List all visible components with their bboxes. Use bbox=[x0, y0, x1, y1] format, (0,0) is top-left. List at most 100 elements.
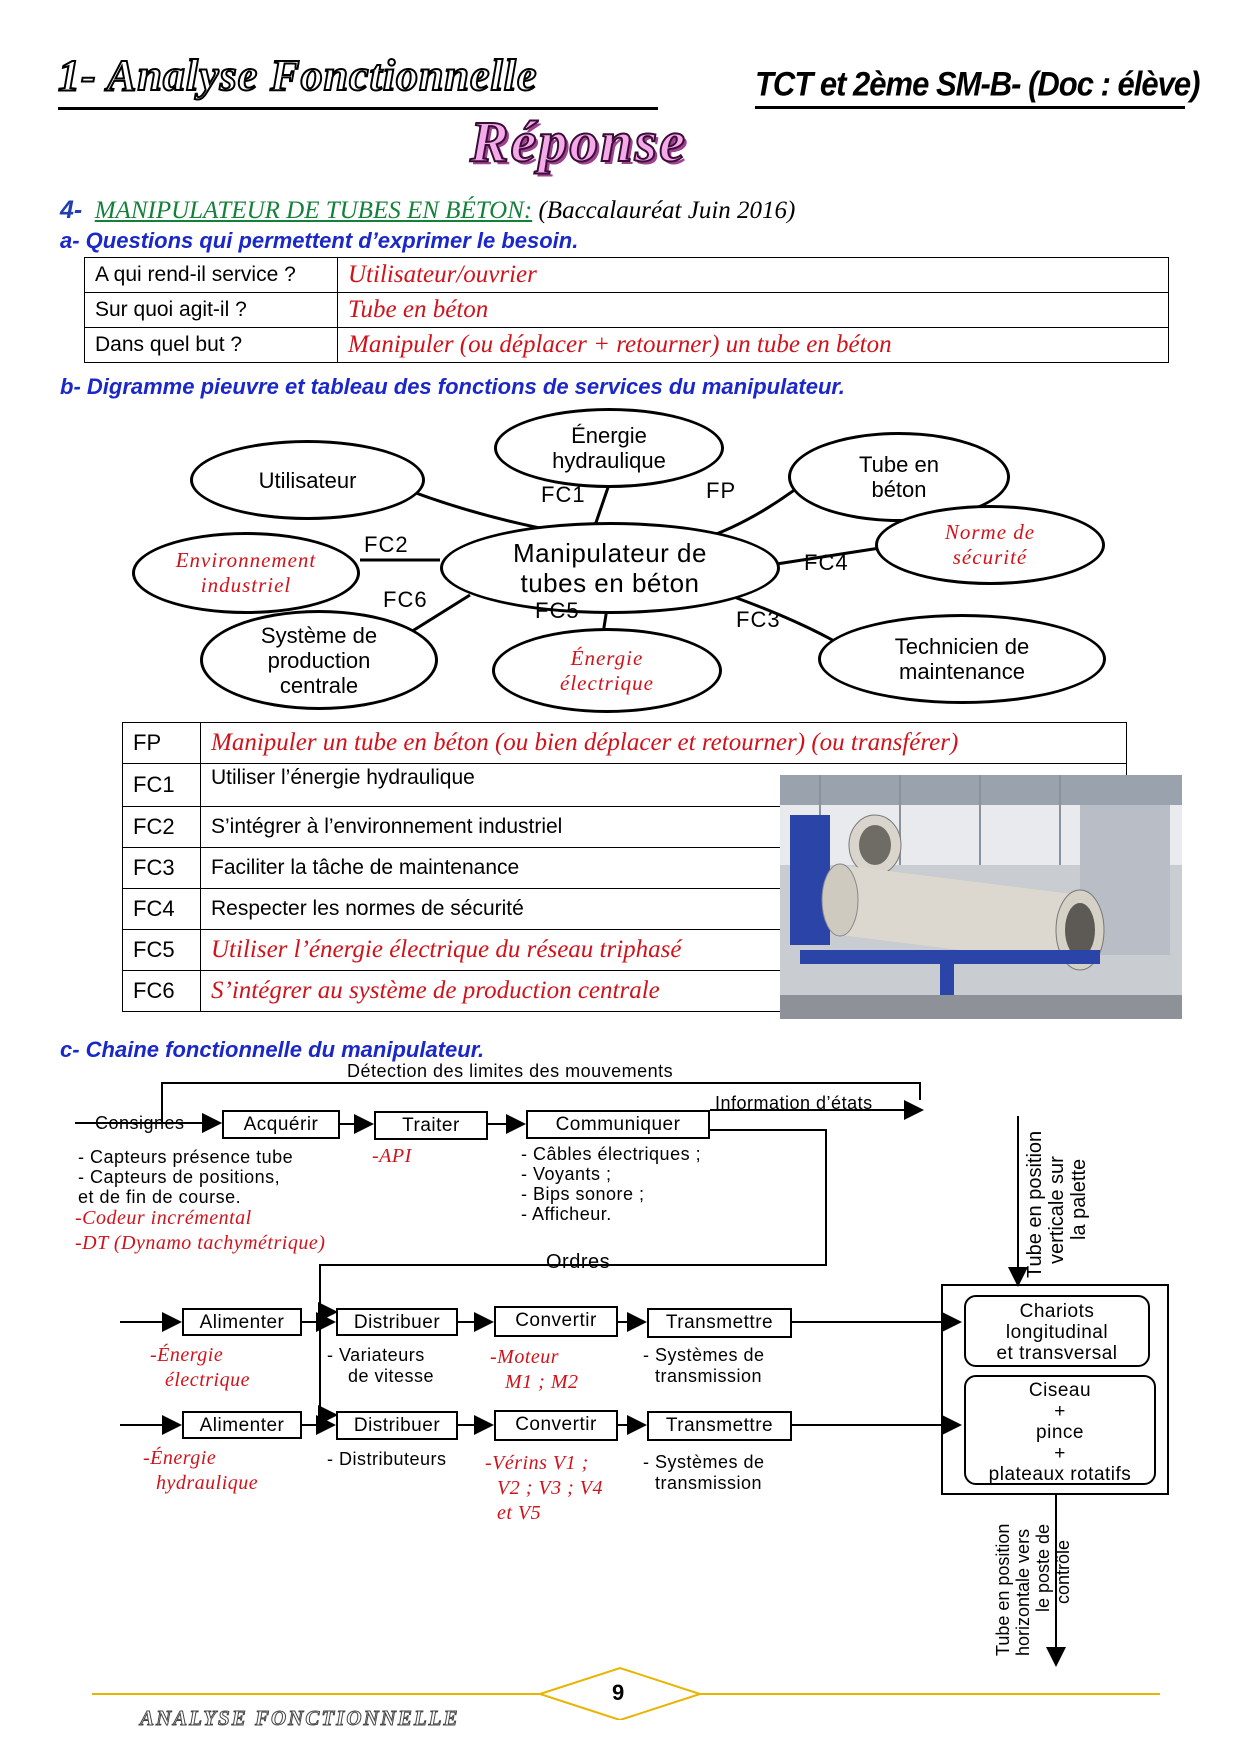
node-line: électrique bbox=[560, 670, 654, 695]
box-line: longitudinal bbox=[1005, 1322, 1109, 1343]
question-cell: Sur quoi agit-il ? bbox=[84, 292, 338, 328]
box-line: + bbox=[1054, 1401, 1066, 1422]
node-line: Système de bbox=[260, 622, 378, 648]
conv1-red-note: M1 ; M2 bbox=[505, 1371, 579, 1393]
vtext-line: Tube en position bbox=[1024, 1130, 1046, 1278]
fc2-label: FC2 bbox=[364, 532, 409, 557]
info-label: Information d’états bbox=[715, 1093, 873, 1113]
convertir-moteur-box: Convertir bbox=[494, 1306, 618, 1337]
fc5-label: FC5 bbox=[535, 598, 580, 623]
section-context: (Baccalauréat Juin 2016) bbox=[538, 197, 796, 224]
table-row: Sur quoi agit-il ? Tube en béton bbox=[84, 292, 1169, 328]
part-c-heading: c- Chaine fonctionnelle du manipulateur. bbox=[60, 1037, 485, 1062]
node-line: Énergie bbox=[571, 423, 647, 448]
footer-rule bbox=[92, 1666, 1160, 1720]
node-line: Norme de bbox=[944, 520, 1036, 544]
part-b-heading: b- Digramme pieuvre et tableau des fonct… bbox=[60, 374, 845, 399]
vtext-line: la palette bbox=[1068, 1158, 1090, 1240]
besoin-table: A qui rend-il service ? Utilisateur/ouvr… bbox=[84, 257, 1169, 363]
vtext-line: Tube en position bbox=[993, 1523, 1013, 1656]
node-line: centrale bbox=[279, 672, 359, 698]
transmettre-box: Transmettre bbox=[647, 1308, 792, 1338]
table-row: A qui rend-il service ? Utilisateur/ouvr… bbox=[84, 257, 1169, 293]
ciseau-box: Ciseau + pince + plateaux rotatifs bbox=[964, 1375, 1156, 1485]
fc4-link bbox=[769, 546, 881, 567]
class-label: TCT et 2ème SM-B- (Doc : élève) bbox=[755, 64, 1200, 104]
answer-cell: Tube en béton bbox=[337, 292, 1169, 328]
answer-cell: Utilisateur/ouvrier bbox=[337, 257, 1169, 293]
node-line: sécurité bbox=[952, 545, 1028, 569]
detection-label: Détection des limites des mouvements bbox=[347, 1061, 674, 1081]
function-code: FC1 bbox=[122, 763, 201, 807]
acquerir-box: Acquérir bbox=[222, 1110, 340, 1139]
convertir-verins-box: Convertir bbox=[494, 1410, 618, 1441]
box-line: Chariots bbox=[1019, 1301, 1095, 1322]
vtext-line: verticale sur bbox=[1046, 1156, 1068, 1264]
fc4-label: FC4 bbox=[804, 550, 849, 575]
distribuer-variateurs-box: Distribuer bbox=[336, 1308, 458, 1336]
api-note: -API bbox=[372, 1145, 412, 1167]
conv2-red-note: V2 ; V3 ; V4 bbox=[497, 1477, 603, 1499]
alim1-red-note: électrique bbox=[165, 1369, 250, 1391]
node-line: industriel bbox=[200, 573, 292, 597]
alim1-red-note: -Énergie bbox=[150, 1344, 224, 1366]
acq-red-note: -Codeur incrémental bbox=[75, 1207, 252, 1229]
fc1-label: FC1 bbox=[541, 482, 586, 507]
part-a-heading: a- Questions qui permettent d’exprimer l… bbox=[60, 228, 579, 253]
node-line: hydraulique bbox=[552, 448, 666, 473]
box-line: + bbox=[1054, 1443, 1066, 1464]
dist1-note: de vitesse bbox=[348, 1366, 435, 1386]
dist1-note: - Variateurs bbox=[327, 1345, 425, 1365]
node-line: Technicien de bbox=[894, 634, 1030, 659]
page-number: 9 bbox=[612, 1680, 625, 1705]
vtext-line: contrôle bbox=[1053, 1539, 1073, 1604]
function-text: Manipuler un tube en béton (ou bien dépl… bbox=[200, 722, 1127, 764]
box-line: et transversal bbox=[996, 1343, 1118, 1364]
communiquer-box: Communiquer bbox=[526, 1110, 710, 1139]
box-line: Ciseau bbox=[1028, 1380, 1092, 1401]
consignes-label: Consignes bbox=[95, 1113, 185, 1133]
chariots-box: Chariots longitudinal et transversal bbox=[964, 1295, 1150, 1367]
transmettre-hyd-box: Transmettre bbox=[647, 1411, 792, 1441]
box-line: plateaux rotatifs bbox=[988, 1464, 1132, 1485]
alim2-red-note: hydraulique bbox=[156, 1472, 259, 1494]
conv1-red-note: -Moteur bbox=[490, 1346, 560, 1368]
ordres-label: Ordres bbox=[546, 1251, 611, 1273]
trans1-note: transmission bbox=[655, 1366, 763, 1386]
trans1-note: - Systèmes de bbox=[643, 1345, 765, 1365]
question-cell: A qui rend-il service ? bbox=[84, 257, 338, 293]
fc3-label: FC3 bbox=[736, 607, 781, 632]
comm-note: - Câbles électriques ; bbox=[521, 1144, 702, 1164]
node-line: Utilisateur bbox=[258, 467, 357, 493]
distribuer-distributeurs-box: Distribuer bbox=[336, 1411, 458, 1440]
comm-note: - Afficheur. bbox=[521, 1204, 612, 1224]
trans2-note: - Systèmes de bbox=[643, 1452, 765, 1472]
alim2-red-note: -Énergie bbox=[143, 1447, 217, 1469]
vertical-in-label: Tube en position verticale sur la palett… bbox=[1024, 1131, 1090, 1278]
alimenter-hydraulique-box: Alimenter bbox=[182, 1411, 302, 1439]
node-line: maintenance bbox=[899, 659, 1025, 684]
node-line: Environnement bbox=[175, 548, 317, 572]
table-row: Dans quel but ? Manipuler (ou déplacer +… bbox=[84, 327, 1169, 363]
alimenter-electrique-box: Alimenter bbox=[182, 1308, 302, 1336]
section-number: 4- bbox=[60, 196, 83, 224]
fc6-label: FC6 bbox=[383, 587, 428, 612]
node-line: production bbox=[267, 647, 371, 673]
reponse-banner: Réponse bbox=[469, 108, 687, 175]
node-line: béton bbox=[871, 477, 927, 502]
function-text: S’intégrer au système de production cent… bbox=[200, 970, 1127, 1012]
trans2-note: transmission bbox=[655, 1473, 763, 1493]
section-title: MANIPULATEUR DE TUBES EN BÉTON: bbox=[94, 197, 533, 224]
node-line: Énergie bbox=[570, 645, 644, 670]
title-underline bbox=[58, 107, 658, 110]
vertical-out-label: Tube en position horizontale vers le pos… bbox=[993, 1524, 1073, 1656]
comm-note: - Voyants ; bbox=[521, 1164, 612, 1184]
footer-title: ANALYSE FONCTIONNELLE bbox=[140, 1706, 460, 1731]
